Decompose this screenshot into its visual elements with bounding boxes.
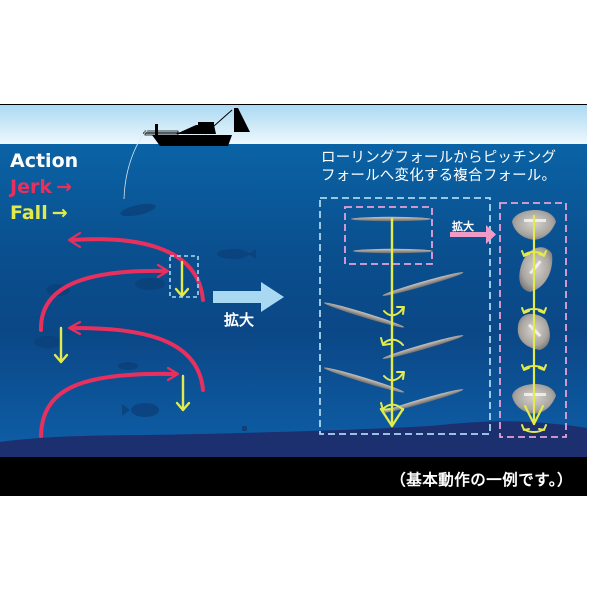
legend-jerk-label: Jerk: [10, 176, 52, 198]
jerk-arrowheads: [67, 231, 180, 382]
fall-line-rolling: [379, 217, 405, 428]
legend-fall: Fall→: [10, 200, 78, 226]
legend-fall-label: Fall: [10, 202, 48, 224]
fishing-line: [123, 125, 154, 200]
boat-silhouette-icon: [143, 108, 250, 146]
jerk-arrow-icon: →: [55, 176, 72, 198]
zoom-arrow-icon: [213, 282, 284, 312]
fall-arrow-icon: →: [51, 202, 68, 224]
footer-band: [0, 457, 587, 496]
caption-line-2: フォールへ変化する複合フォール。: [321, 168, 557, 184]
seabed: [0, 421, 587, 457]
fall-arrows: [53, 260, 191, 412]
legend-action-title: Action: [10, 150, 79, 172]
zoom-label-small: 拡大: [452, 220, 474, 233]
legend: Action Jerk→ Fall→: [10, 148, 78, 226]
rotate-arrows-icon: [380, 306, 405, 411]
sky: [0, 104, 587, 144]
rolling-panel: [319, 197, 491, 435]
jerk-arcs: [38, 237, 205, 438]
caption: ローリングフォールからピッチング フォールへ変化する複合フォール。: [321, 149, 556, 185]
zoom-arrow-small-icon: [450, 225, 496, 244]
footer-note: （基本動作の一例です。）: [390, 471, 573, 489]
zoom-label: 拡大: [224, 311, 255, 329]
zoom-region-box: [169, 255, 199, 298]
fish-silhouettes: [34, 203, 256, 417]
diver-fish-small: [242, 426, 247, 431]
top-frame-line: [0, 104, 587, 105]
fishing-action-diagram: Action Jerk→ Fall→ ローリングフォールからピッチング フォール…: [0, 104, 587, 496]
legend-jerk: Jerk→: [10, 174, 78, 200]
pitching-panel: [499, 202, 567, 438]
fall-line-pitching: [523, 214, 545, 426]
rolling-zoom-box: [344, 206, 433, 265]
diagram-art: [0, 108, 587, 457]
pitch-rotate-arrows-icon: [521, 250, 547, 433]
caption-line-1: ローリングフォールからピッチング: [321, 150, 557, 166]
